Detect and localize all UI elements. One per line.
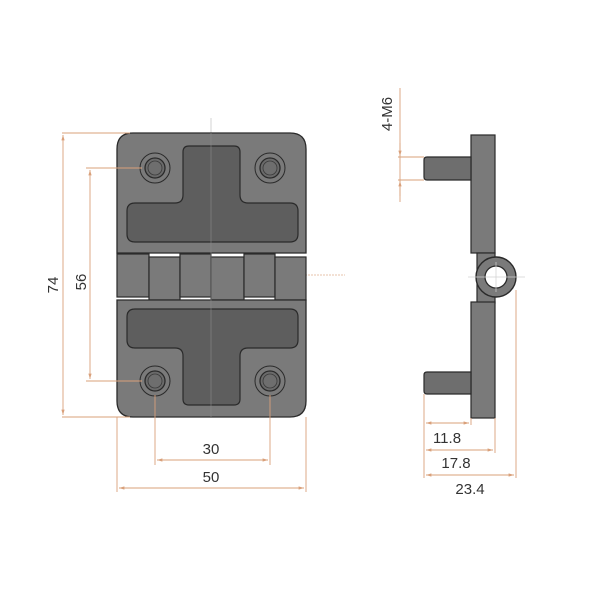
screw-hole-top-left (139, 152, 171, 184)
screw-hole-bottom-left (139, 365, 171, 397)
dimension-overall-height: 74 (45, 277, 62, 294)
dimension-stud-length: 11.8 (433, 430, 461, 447)
t-recess-top (126, 145, 299, 243)
side-stud-bottom (423, 371, 472, 395)
dimension-thread-spec: 4-M6 (379, 97, 396, 131)
dimension-hole-spacing-vertical: 56 (73, 274, 90, 291)
dimension-overall-width: 50 (203, 469, 220, 486)
side-view (423, 134, 525, 419)
screw-hole-top-right (254, 152, 286, 184)
screw-hole-bottom-right (254, 365, 286, 397)
dimension-overall-depth: 23.4 (455, 481, 484, 498)
side-stud-top (423, 156, 472, 181)
top-leaf (116, 132, 307, 254)
bottom-leaf (116, 299, 307, 418)
dimension-hole-spacing-horizontal: 30 (203, 441, 220, 458)
side-plate-bottom (470, 301, 496, 419)
dimension-plate-depth: 17.8 (441, 455, 470, 472)
t-recess-bottom (126, 308, 299, 406)
side-dimensions (398, 88, 517, 478)
side-plate-top (470, 134, 496, 254)
front-dimensions (61, 132, 307, 492)
front-view (116, 118, 345, 418)
hinge-knuckles (116, 253, 307, 301)
